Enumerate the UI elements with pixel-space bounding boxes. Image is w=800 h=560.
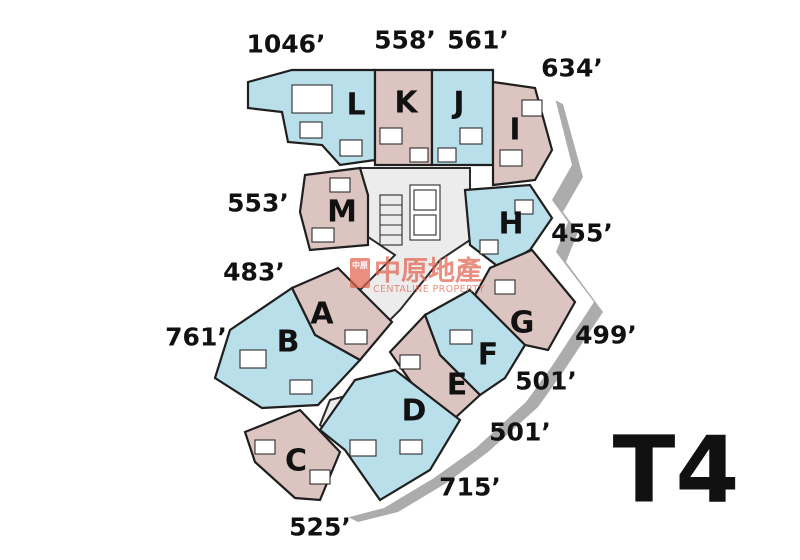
watermark-english: CENTALINE PROPERTY: [373, 284, 485, 295]
room-fixture: [379, 127, 403, 145]
room-fixture: [329, 177, 351, 193]
room-fixture: [494, 279, 516, 295]
unit-letter: A: [310, 297, 334, 332]
unit-size-label-a: 483’: [223, 258, 285, 287]
watermark-seal-text: 中原: [352, 260, 368, 270]
room-fixture: [291, 84, 333, 114]
unit-letter: H: [498, 207, 523, 242]
room-fixture: [459, 127, 483, 145]
room-fixture: [479, 239, 499, 255]
room-fixture: [254, 439, 276, 455]
unit-outline: [318, 368, 462, 502]
unit-outline: [213, 286, 362, 410]
room-fixture: [449, 329, 473, 345]
room-fixture: [311, 227, 335, 243]
unit-size-label-l: 1046’: [246, 30, 325, 59]
room-fixture: [399, 439, 423, 455]
unit-h: H: [463, 183, 554, 270]
room-fixture: [499, 149, 523, 167]
lift-car: [413, 214, 437, 236]
unit-letter: J: [451, 86, 464, 121]
room-fixture: [399, 354, 421, 370]
unit-letter: L: [346, 88, 365, 123]
unit-letter: C: [285, 444, 307, 479]
unit-size-label-m: 553’: [227, 189, 289, 218]
unit-size-label-d: 715’: [439, 473, 501, 502]
room-fixture: [309, 469, 331, 485]
unit-size-label-k: 558’: [374, 26, 436, 55]
unit-letter: K: [394, 86, 419, 121]
watermark: 中原 中原地產 CENTALINE PROPERTY: [350, 255, 485, 295]
unit-k: K: [373, 68, 434, 167]
unit-size-label-e: 501’: [489, 418, 551, 447]
unit-letter: I: [509, 113, 520, 148]
lift-shaft: [409, 184, 441, 241]
unit-size-label-g: 499’: [575, 321, 637, 350]
room-fixture: [437, 147, 457, 163]
unit-size-label-b: 761’: [165, 323, 227, 352]
unit-size-label-c: 525’: [289, 513, 351, 542]
unit-b: B: [213, 286, 362, 410]
unit-size-label-i: 634’: [541, 54, 603, 83]
unit-letter: D: [402, 394, 427, 429]
unit-size-label-j: 561’: [447, 26, 509, 55]
unit-size-label-h: 455’: [551, 219, 613, 248]
unit-letter: B: [277, 325, 300, 360]
room-fixture: [299, 121, 323, 139]
stairwell: [379, 194, 403, 246]
room-fixture: [521, 99, 543, 117]
watermark-seal: [350, 258, 370, 288]
size-labels: 1046’ 558’ 561’ 634’ 553’ 455’ 483’ 761’ 499’ 501…: [165, 26, 637, 542]
unit-letter: F: [478, 338, 499, 373]
room-fixture: [339, 139, 363, 157]
unit-i: I: [491, 80, 554, 187]
lift-car: [413, 189, 437, 211]
room-fixture: [344, 329, 368, 345]
tower-label: T4: [613, 417, 740, 524]
watermark-chinese: 中原地產: [374, 255, 482, 287]
unit-letter: M: [327, 195, 357, 230]
unit-size-label-f: 501’: [515, 367, 577, 396]
room-fixture: [239, 349, 267, 369]
room-fixture: [409, 147, 429, 163]
unit-m: M: [298, 166, 370, 252]
room-fixture: [514, 199, 534, 215]
unit-letter: E: [447, 368, 468, 403]
unit-c: C: [243, 408, 342, 502]
unit-l: L: [246, 68, 377, 167]
unit-d: D: [318, 368, 462, 502]
room-fixture: [289, 379, 313, 395]
room-fixture: [349, 439, 377, 457]
unit-j: J: [430, 68, 495, 167]
